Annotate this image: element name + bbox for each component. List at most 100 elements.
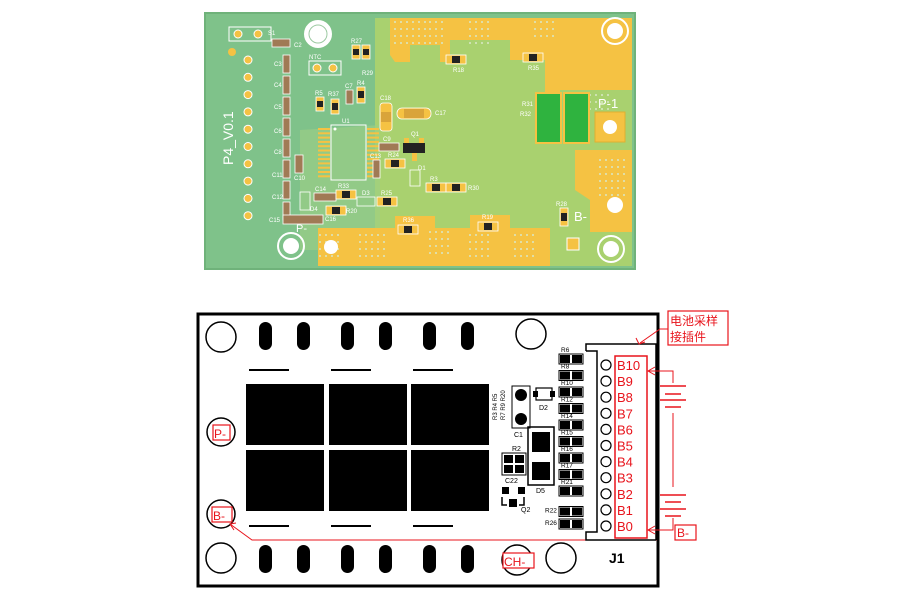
mosfet-pad-bottom xyxy=(329,450,407,511)
via xyxy=(623,173,625,175)
d2-pad xyxy=(533,391,538,397)
copper-right xyxy=(555,60,632,85)
res-body xyxy=(529,54,537,61)
via xyxy=(383,241,385,243)
p-minus-hole xyxy=(206,417,236,447)
via xyxy=(418,42,420,44)
label-d3: D3 xyxy=(362,191,370,197)
label-d2: D2 xyxy=(539,405,548,412)
via xyxy=(394,42,396,44)
via xyxy=(331,234,333,236)
via xyxy=(481,21,483,23)
resistor-outline xyxy=(558,436,584,447)
b-minus-box xyxy=(211,506,233,523)
res-body xyxy=(342,191,350,198)
via xyxy=(599,173,601,175)
via xyxy=(623,194,625,196)
edge-pin xyxy=(243,72,253,82)
slot-top xyxy=(423,322,436,350)
label-r29: R29 xyxy=(362,71,374,77)
p-minus-label: P- xyxy=(296,223,307,235)
cap-column-part xyxy=(282,138,291,158)
slot-bottom xyxy=(341,545,354,573)
via xyxy=(383,255,385,257)
slot-bottom xyxy=(259,545,272,573)
mosfet-pad-top xyxy=(329,384,407,445)
via xyxy=(377,255,379,257)
c22-pad xyxy=(504,465,513,473)
mount-hole-bottom-mid xyxy=(324,240,338,254)
via xyxy=(481,248,483,250)
resistor-outline xyxy=(558,506,584,517)
label-c8: C8 xyxy=(274,150,282,156)
q2-bracket xyxy=(501,497,507,506)
q1-pin xyxy=(412,153,417,161)
via xyxy=(526,241,528,243)
resistor-pad xyxy=(560,487,570,495)
via xyxy=(475,234,477,236)
via xyxy=(599,166,601,168)
via xyxy=(424,35,426,37)
r2-pad xyxy=(504,455,513,463)
slot-bottom xyxy=(423,545,436,573)
mount-hole-bottom-left-inner xyxy=(283,238,299,254)
s1-pin xyxy=(233,29,243,39)
battery-top-arrow xyxy=(646,366,656,376)
label-c1: C1 xyxy=(514,432,523,439)
mount-hole-bottom-right-inner xyxy=(603,241,619,257)
cap-column-part xyxy=(282,117,291,137)
cap-column-part xyxy=(282,75,291,95)
via xyxy=(371,234,373,236)
b-minus-label: B- xyxy=(574,209,587,224)
resistor-pad xyxy=(572,520,582,528)
via xyxy=(475,241,477,243)
j1-pin-label: B9 xyxy=(617,374,633,389)
via xyxy=(418,21,420,23)
u1-pin xyxy=(318,166,330,169)
cap-c9 xyxy=(378,142,400,152)
board-outline xyxy=(196,312,660,588)
u1-pin xyxy=(367,158,379,161)
diode-d4 xyxy=(299,191,311,211)
ntc-pin xyxy=(312,63,322,73)
via xyxy=(319,248,321,250)
j1-pin-label: B6 xyxy=(617,422,633,437)
callout-box xyxy=(667,310,729,346)
label-r33: R33 xyxy=(338,184,350,190)
label-r19: R19 xyxy=(482,215,494,221)
via xyxy=(441,21,443,23)
callout-line1: 电池采样 xyxy=(670,313,718,328)
battery-bottom-wire xyxy=(648,518,674,531)
via xyxy=(441,42,443,44)
via xyxy=(617,173,619,175)
j1-pin-label: B7 xyxy=(617,406,633,421)
via xyxy=(532,255,534,257)
label-s1: S1 xyxy=(268,31,276,37)
via xyxy=(418,28,420,30)
mosfet-pad-bottom xyxy=(246,450,324,511)
via xyxy=(469,35,471,37)
label-resistor: R14 xyxy=(561,413,573,420)
via xyxy=(514,234,516,236)
via xyxy=(331,255,333,257)
pcb-board-edge xyxy=(204,12,636,270)
via xyxy=(400,21,402,23)
via xyxy=(514,255,516,257)
via xyxy=(418,35,420,37)
u1-pin xyxy=(367,136,379,139)
resistor-outline xyxy=(558,518,584,530)
via xyxy=(400,42,402,44)
via xyxy=(441,245,443,247)
res-body xyxy=(353,49,359,55)
j1-pin-hole xyxy=(600,391,612,403)
d2-symbol xyxy=(535,387,553,401)
label-rotated-1: R3 R4 R5 xyxy=(493,393,499,420)
via xyxy=(429,238,431,240)
via xyxy=(520,255,522,257)
via xyxy=(481,241,483,243)
via xyxy=(605,159,607,161)
via xyxy=(540,35,542,37)
label-r28: R28 xyxy=(556,202,568,208)
edge-pin xyxy=(243,211,253,221)
